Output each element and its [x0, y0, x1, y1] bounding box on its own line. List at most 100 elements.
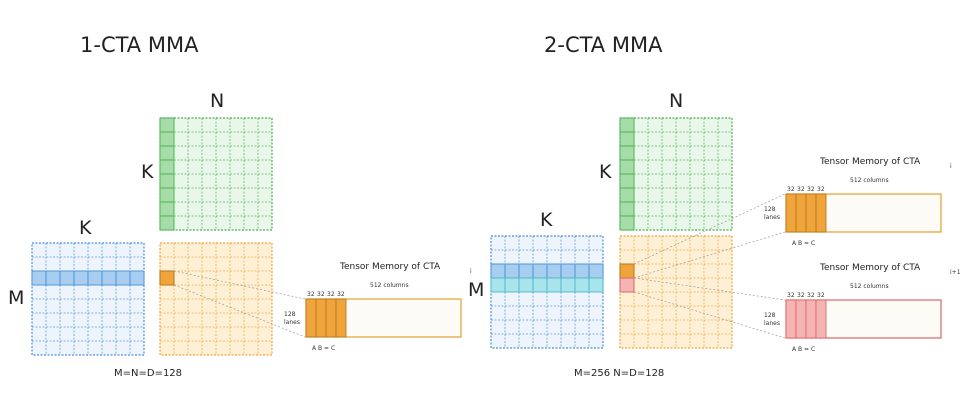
tmem-2cta-i-lanes-num: 128: [764, 206, 776, 213]
tmem-1cta-acc-col: [305, 298, 317, 338]
matrix-a-mrow2-2cta-cell: [588, 277, 604, 293]
matrix-b-kcol-2cta-cell: [619, 131, 635, 147]
matrix-a-mrow-1cta-cell: [101, 270, 117, 286]
tmem-2cta-i-eq: A B = C: [792, 240, 815, 247]
m-label-1cta: M: [8, 287, 24, 309]
tmem-1cta-lanes-word: lanes: [284, 319, 300, 326]
matrix-a-mrow-2cta-cell: [560, 263, 576, 279]
tmem-1cta-col-width: 32: [337, 291, 345, 298]
matrix-b-kcol-2cta: [619, 117, 635, 231]
tmem-2cta-i1-lanes-word: lanes: [764, 320, 780, 327]
matrix-b-kcol-2cta-cell: [619, 215, 635, 231]
tmem-2cta-i-lanes-word: lanes: [764, 214, 780, 221]
matrix-c-2cta: [619, 235, 733, 349]
tmem-2cta-i-columns-label: 512 columns: [850, 177, 889, 184]
matrix-a-mrow-2cta-cell: [490, 263, 506, 279]
matrix-b-kcol-2cta-cell: [619, 187, 635, 203]
panel-title-1cta: 1-CTA MMA: [80, 33, 199, 57]
matrices-1cta: [31, 117, 273, 356]
matrix-b-kcol-2cta-cell: [619, 201, 635, 217]
matrix-a-mrow-2cta: [490, 263, 604, 279]
tmem-1cta-title-sub: i: [470, 268, 472, 275]
tmem-1cta-col-width: 32: [327, 291, 335, 298]
matrix-b-kcol-1cta-cell: [159, 117, 175, 133]
tmem-2cta-i-col-width: 32: [797, 186, 805, 193]
matrix-a-mrow2-2cta-cell: [518, 277, 534, 293]
k-label-a-2cta: K: [540, 209, 553, 231]
matrix-b-kcol-1cta: [159, 117, 175, 231]
matrix-a-mrow2-2cta-cell: [532, 277, 548, 293]
matrix-a-mrow-1cta-cell: [129, 270, 145, 286]
tmem-1cta-connector-bottom: [173, 284, 306, 338]
tmem-1cta-acc-col: [315, 298, 327, 338]
matrices-2cta: [490, 117, 733, 349]
matrix-b-kcol-2cta-cell: [619, 159, 635, 175]
matrix-a-mrow2-2cta: [490, 277, 604, 293]
tmem-2cta-i-col-width: 32: [817, 186, 825, 193]
n-label-1cta: N: [210, 90, 224, 112]
m-label-2cta: M: [468, 279, 484, 301]
matrix-b-kcol-2cta-cell: [619, 145, 635, 161]
tmem-1cta-col-width: 32: [317, 291, 325, 298]
matrix-c-tile2-2cta: [619, 277, 635, 293]
matrix-a-mrow2-2cta-cell: [546, 277, 562, 293]
tmem-1cta-title: Tensor Memory of CTA: [339, 262, 441, 272]
matrix-a-mrow-1cta-cell: [59, 270, 75, 286]
k-label-a-1cta: K: [79, 217, 92, 239]
matrix-c-tile-2cta: [619, 263, 635, 279]
matrix-a-mrow-1cta: [31, 270, 145, 286]
tmem-2cta-i1-connector-top: [633, 277, 786, 301]
tmem-2cta-i1-col-width: 32: [817, 292, 825, 299]
matrix-b-kcol-1cta-cell: [159, 215, 175, 231]
tmem-2cta-i-acc-col: [805, 193, 817, 233]
panel-title-2cta: 2-CTA MMA: [544, 33, 663, 57]
matrix-a-mrow-1cta-cell: [73, 270, 89, 286]
tmem-2cta-i1-acc-col: [785, 299, 797, 339]
matrix-a-mrow-1cta-cell: [115, 270, 131, 286]
matrix-b-kcol-2cta-cell: [619, 173, 635, 189]
matrix-b-kcol-2cta-cell: [619, 117, 635, 133]
matrix-a-mrow-2cta-cell: [504, 263, 520, 279]
tmem-2cta-i1-col-width: 32: [797, 292, 805, 299]
matrix-a-mrow2-2cta-cell: [490, 277, 506, 293]
matrix-a-mrow-2cta-cell: [518, 263, 534, 279]
tmem-2cta-i-title: Tensor Memory of CTA: [819, 157, 921, 167]
tmem-2cta-i-col-width: 32: [807, 186, 815, 193]
tmem-1cta-acc-col: [325, 298, 337, 338]
tmem-2cta-i-col-width: 32: [787, 186, 795, 193]
matrix-a-mrow2-2cta-cell: [560, 277, 576, 293]
matrix-c-1cta: [159, 242, 273, 356]
tmem-2cta-i-acc-col: [785, 193, 797, 233]
tmem-2cta-i1-title-sub: i+1: [950, 269, 960, 276]
dims-label-1cta: M=N=D=128: [114, 368, 182, 379]
tmem-2cta-i-title-sub: i: [950, 163, 952, 170]
tmem-2cta-i1-acc-col: [815, 299, 827, 339]
matrix-b-kcol-1cta-cell: [159, 187, 175, 203]
tmem-2cta-i1-columns-label: 512 columns: [850, 283, 889, 290]
tmem-2cta-i-acc-col: [815, 193, 827, 233]
matrix-a-mrow-2cta-cell: [546, 263, 562, 279]
matrix-a-mrow-1cta-cell: [31, 270, 47, 286]
tmem-2cta-i1-acc-col: [795, 299, 807, 339]
tmem-2cta-i-acc-col: [795, 193, 807, 233]
matrix-b-1cta: [159, 117, 273, 231]
tmem-2cta-i1-title: Tensor Memory of CTA: [819, 263, 921, 273]
matrix-b-2cta: [619, 117, 733, 231]
matrix-b-kcol-1cta-cell: [159, 131, 175, 147]
matrix-a-mrow2-2cta-cell: [504, 277, 520, 293]
tmem-2cta-i1-lanes-num: 128: [764, 312, 776, 319]
k-label-b-2cta: K: [599, 161, 612, 183]
matrix-a-1cta: [31, 242, 145, 356]
tmem-2cta-i1-col-width: 32: [787, 292, 795, 299]
k-label-b-1cta: K: [141, 161, 154, 183]
tmem-1cta-columns-label: 512 columns: [370, 282, 409, 289]
matrix-a-mrow2-2cta-cell: [574, 277, 590, 293]
matrix-a-mrow-1cta-cell: [87, 270, 103, 286]
matrix-a-mrow-2cta-cell: [532, 263, 548, 279]
tmem-2cta-i1-eq: A B = C: [792, 346, 815, 353]
